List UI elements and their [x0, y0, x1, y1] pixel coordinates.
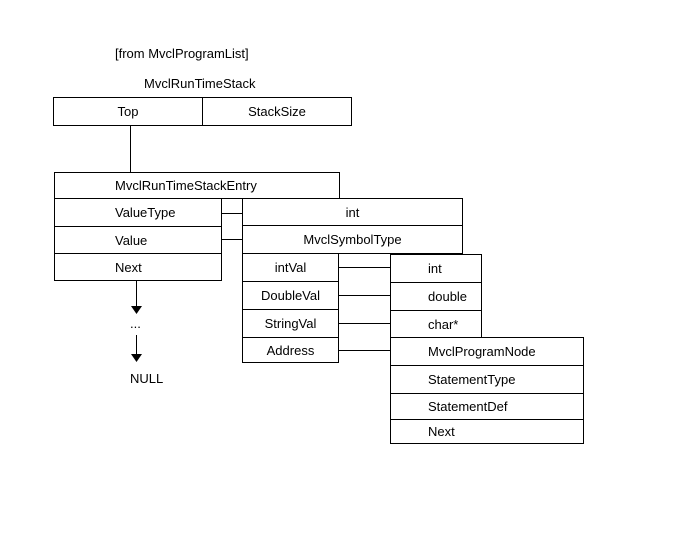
- symbol-type-field-doubleval: DoubleVal: [243, 281, 338, 309]
- chain-ellipsis: ...: [130, 316, 141, 331]
- primitive-type-double: double: [391, 282, 481, 310]
- next-arrow-1-head: [131, 306, 142, 314]
- runtime-stack-box: Top StackSize: [53, 97, 352, 126]
- stack-entry-field-next: Next: [55, 253, 221, 280]
- stack-entry-fields: ValueType Value Next: [54, 198, 222, 281]
- symbol-type-field-intval: intVal: [274, 260, 307, 275]
- program-node-box: MvclProgramNode StatementType StatementD…: [390, 337, 584, 444]
- symbol-type-header: MvclSymbolType: [242, 225, 463, 254]
- symbol-type-fields: intVal DoubleVal StringVal Address: [242, 253, 339, 363]
- next-arrow-2-head: [131, 354, 142, 362]
- runtime-stack-field-stacksize: StackSize: [202, 98, 351, 125]
- program-node-field-statementtype: StatementType: [391, 365, 583, 393]
- symbol-type-field-address: Address: [243, 337, 338, 362]
- program-node-field-statementdef: StatementDef: [391, 393, 583, 419]
- chain-null: NULL: [130, 371, 164, 386]
- primitive-type-int: int: [428, 261, 442, 276]
- stack-entry-header: MvclRunTimeStackEntry: [54, 172, 340, 199]
- stack-entry-field-value: Value: [55, 226, 221, 253]
- stack-entry-title: MvclRunTimeStackEntry: [115, 178, 257, 193]
- program-node-title: MvclProgramNode: [428, 344, 536, 359]
- primitive-types-box: int double char*: [390, 254, 482, 338]
- source-note: [from MvclProgramList]: [115, 46, 249, 61]
- symbol-type-field-stringval: StringVal: [243, 309, 338, 337]
- stack-entry-field-valuetype: ValueType: [115, 205, 176, 220]
- value-type-box: int: [242, 198, 463, 226]
- runtime-stack-field-top: Top: [117, 104, 139, 119]
- symbol-type-title: MvclSymbolType: [303, 232, 402, 247]
- program-node-field-next: Next: [391, 419, 583, 443]
- value-type-label: int: [345, 204, 360, 220]
- runtime-stack-title: MvclRunTimeStack: [144, 76, 256, 91]
- primitive-type-char: char*: [391, 310, 481, 337]
